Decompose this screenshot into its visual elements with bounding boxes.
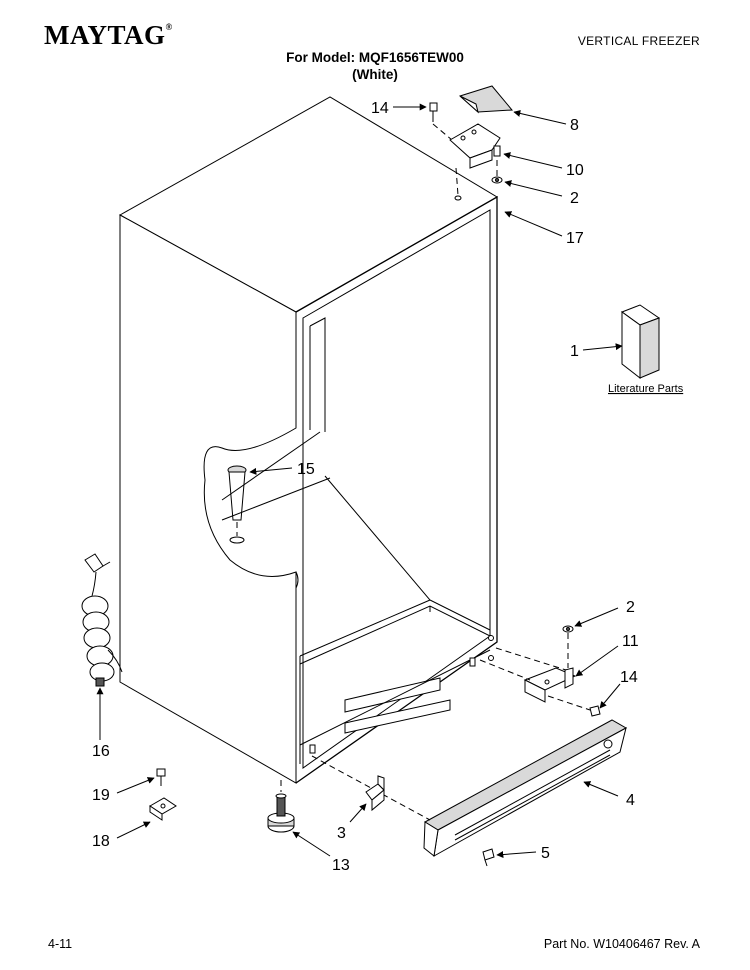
callout-18: 18 bbox=[92, 833, 110, 850]
callout-15: 15 bbox=[297, 461, 315, 478]
callout-4: 4 bbox=[626, 792, 635, 809]
callout-14-lower: 14 bbox=[620, 669, 638, 686]
callout-5: 5 bbox=[541, 845, 550, 862]
literature-label: Literature Parts bbox=[608, 383, 684, 395]
bracket-and-screw bbox=[149, 768, 177, 821]
page-number: 4-11 bbox=[48, 937, 73, 951]
model-number: For Model: MQF1656TEW00 bbox=[286, 50, 464, 65]
callout-8: 8 bbox=[570, 117, 579, 134]
callout-13: 13 bbox=[332, 857, 350, 874]
leveling-leg bbox=[267, 780, 295, 833]
power-cord bbox=[81, 553, 123, 687]
lower-hinge-assembly bbox=[479, 625, 601, 717]
callout-17: 17 bbox=[566, 230, 584, 247]
callout-3: 3 bbox=[337, 825, 346, 842]
drain-tube bbox=[221, 431, 331, 544]
callout-16: 16 bbox=[92, 743, 110, 760]
callout-2: 2 bbox=[570, 190, 579, 207]
base-grille bbox=[311, 719, 628, 857]
literature-parts: Literature Parts bbox=[608, 304, 684, 395]
grille-screw bbox=[482, 848, 495, 867]
callout-19: 19 bbox=[92, 787, 110, 804]
callout-2-lower: 2 bbox=[626, 599, 635, 616]
top-hinge-assembly bbox=[429, 85, 514, 201]
cabinet-shell bbox=[118, 96, 498, 784]
callout-11: 11 bbox=[622, 633, 639, 650]
part-number: Part No. W10406467 Rev. A bbox=[543, 937, 700, 951]
leader-lines bbox=[96, 103, 623, 859]
grille-clip bbox=[365, 775, 385, 812]
model-color: (White) bbox=[352, 67, 398, 82]
callout-14: 14 bbox=[371, 100, 389, 117]
callout-1: 1 bbox=[570, 343, 579, 360]
callout-labels: 14 8 10 2 17 1 15 2 11 14 16 4 19 3 18 5… bbox=[92, 100, 639, 874]
document-type: VERTICAL FREEZER bbox=[577, 34, 700, 48]
callout-10: 10 bbox=[566, 162, 584, 179]
brand-logo: MAYTAG® bbox=[44, 20, 173, 50]
